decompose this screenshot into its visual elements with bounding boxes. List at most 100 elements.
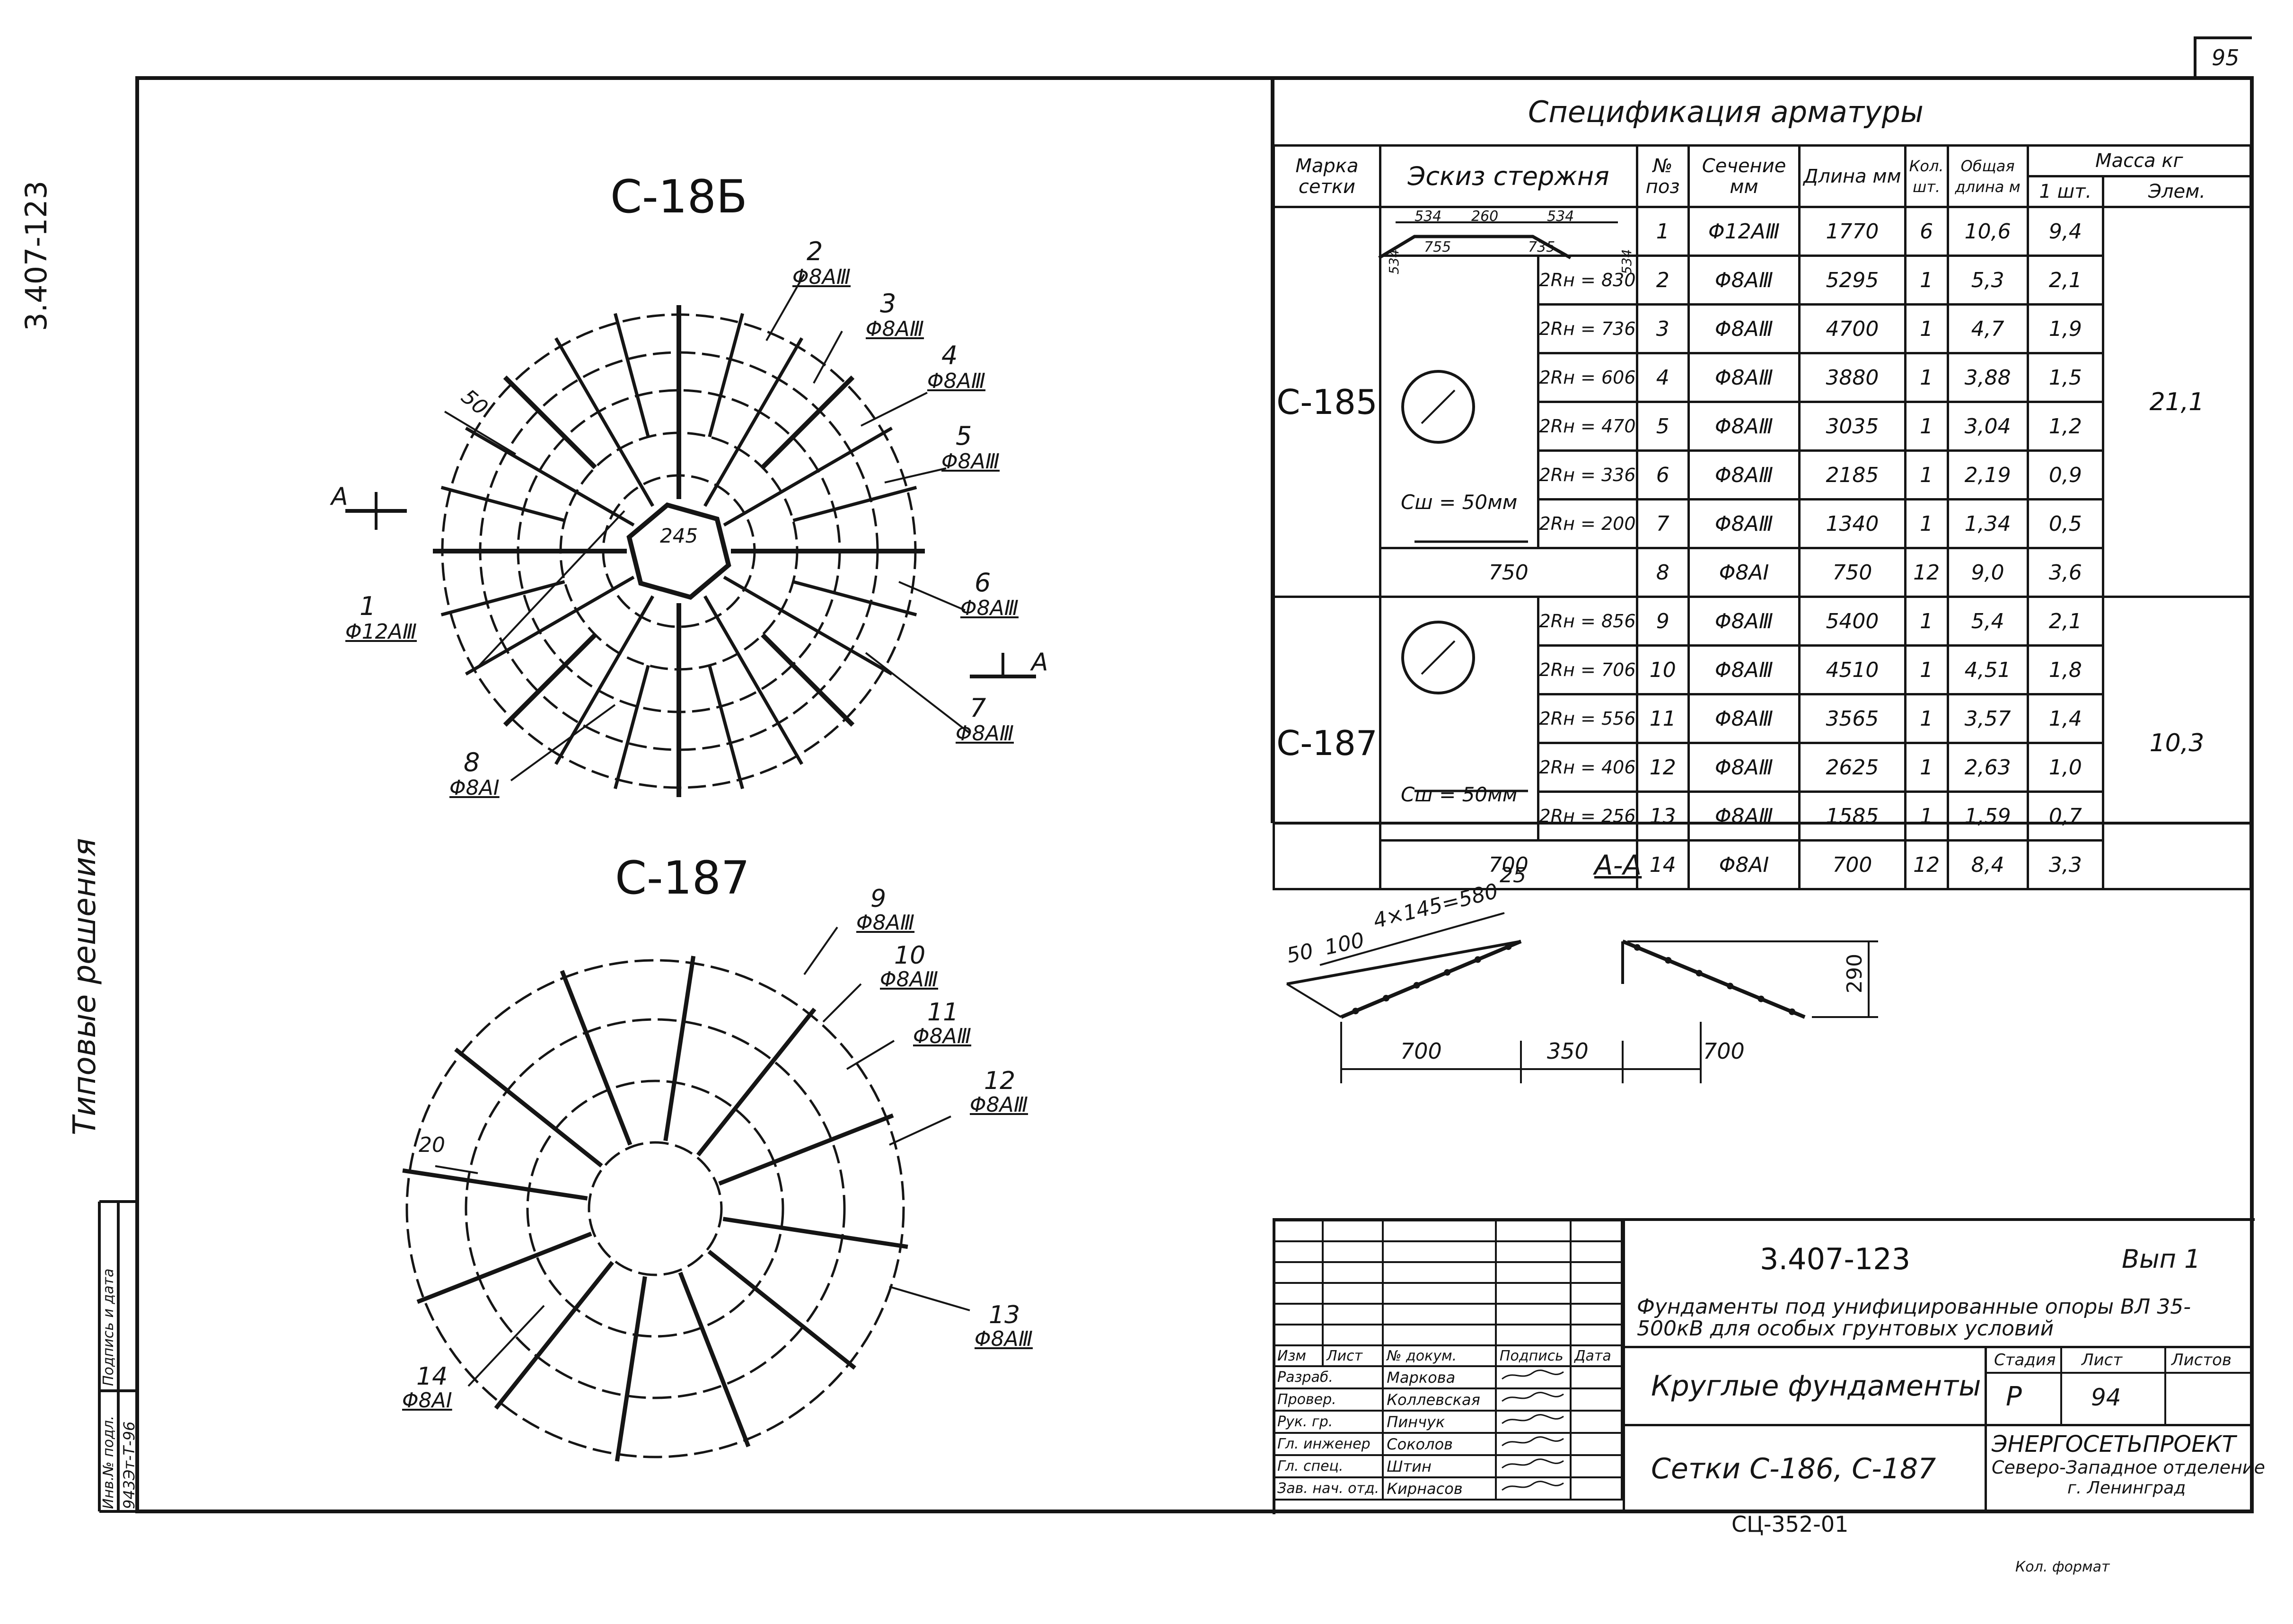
radial-bar [402, 1168, 588, 1201]
leader-line [865, 652, 971, 734]
inventory-label: Инв.№ подл. [100, 1415, 117, 1509]
stage-value: Р [2006, 1381, 2022, 1412]
leader-line [889, 1115, 951, 1146]
pos-number: 1 [1635, 206, 1690, 257]
callout-rebar: Φ8АI [449, 776, 500, 800]
pos-number: 14 [1635, 839, 1690, 890]
bar-length: 1585 [1798, 790, 1906, 842]
radial-bar [503, 375, 597, 469]
bar-section: Φ8АⅢ [1687, 352, 1801, 403]
staff-name: Штин [1382, 1454, 1497, 1478]
bar-mass: 1,9 [2026, 303, 2104, 354]
bar-qty: 1 [1904, 255, 1949, 306]
issue-number: Вып 1 [2122, 1244, 2201, 1274]
radial-bar [678, 1272, 751, 1448]
blank-cell [1570, 1261, 1623, 1284]
bar-section: Φ8АⅢ [1687, 401, 1801, 452]
bar-mass: 1,8 [2026, 644, 2104, 695]
rebar-dot [1727, 983, 1734, 990]
bar-diameter: 2Rн = 556 [1537, 693, 1638, 744]
signature-mark [1501, 1436, 1564, 1447]
bar-qty: 1 [1904, 644, 1949, 695]
bar-diameter: 2Rн = 706 [1537, 644, 1638, 695]
blank-cell [1322, 1240, 1384, 1263]
staff-signature [1494, 1387, 1572, 1412]
organization-city: г. Ленинград [2067, 1478, 2186, 1498]
bar-section: Φ8АⅢ [1687, 596, 1801, 647]
blank-cell [1570, 1220, 1623, 1242]
callout-rebar: Φ8АⅢ [913, 1024, 972, 1048]
radial-bar [614, 665, 650, 790]
callout-rebar: Φ12АⅢ [345, 620, 417, 644]
rebar-dot [1789, 1008, 1796, 1015]
blank-cell [1272, 1261, 1324, 1284]
rebar-dot [1665, 957, 1672, 964]
staff-role: Гл. спец. [1272, 1454, 1384, 1478]
callout-pos-number: 5 [956, 421, 972, 451]
blank-cell [1382, 1261, 1497, 1284]
staff-date [1570, 1410, 1623, 1434]
bar-total-length: 10,6 [1946, 206, 2029, 257]
sketch-pos1 [1379, 206, 1638, 257]
sketch-dimension: 755 [1424, 239, 1451, 255]
mesh-mark: С-187 [1273, 596, 1381, 890]
column-header: № докум. [1382, 1344, 1497, 1367]
bar-qty: 6 [1904, 206, 1949, 257]
bar-mass: 2,1 [2026, 596, 2104, 647]
rebar-dot [1383, 995, 1389, 1001]
bar-qty: 1 [1904, 498, 1949, 549]
blank-cell [1494, 1303, 1572, 1326]
signature-mark [1501, 1369, 1564, 1380]
bar-total-length: 9,0 [1946, 547, 2029, 598]
bar-diameter: 2Rн = 830 [1537, 255, 1638, 306]
center-bar [626, 502, 731, 600]
sec-dim-290: 290 [1843, 954, 1867, 993]
rebar-dot [1413, 982, 1420, 989]
staff-signature [1494, 1365, 1572, 1389]
bar-qty: 1 [1904, 449, 1949, 500]
sketch-bottom-length: 750 [1379, 547, 1638, 598]
blank-cell [1322, 1324, 1384, 1346]
sheet-label: Лист [2082, 1351, 2123, 1369]
sheet-value: 94 [2091, 1384, 2121, 1411]
bar-section: Φ8АⅢ [1687, 693, 1801, 744]
pos-number: 2 [1635, 255, 1690, 306]
bar-length: 1340 [1798, 498, 1906, 549]
staff-date [1570, 1387, 1623, 1412]
blank-cell [1494, 1240, 1572, 1263]
callout-pos-number: 4 [941, 341, 958, 370]
callout-pos-number: 7 [970, 693, 986, 723]
radial-bar [503, 633, 597, 727]
pos-number: 3 [1635, 303, 1690, 354]
element-mass: 21,1 [2101, 206, 2252, 598]
radial-bar [554, 337, 655, 507]
radial-bar [440, 580, 565, 616]
blank-cell [1494, 1282, 1572, 1305]
bar-qty: 1 [1904, 303, 1949, 354]
radial-bar [723, 575, 893, 676]
staff-date [1570, 1476, 1623, 1501]
bar-length: 2625 [1798, 742, 1906, 793]
pos-number: 7 [1635, 498, 1690, 549]
bar-length: 5400 [1798, 596, 1906, 647]
staff-signature [1494, 1432, 1572, 1456]
staff-name: Соколов [1382, 1432, 1497, 1456]
radial-bar [703, 337, 804, 507]
bar-mass: 0,5 [2026, 498, 2104, 549]
radial-bar [465, 426, 635, 527]
rebar-dot [1474, 956, 1481, 963]
column-header: Изм [1272, 1344, 1324, 1367]
section-aa-title: А-А [1594, 849, 1642, 881]
callout-pos-number: 1 [360, 591, 376, 621]
bar-length: 4510 [1798, 644, 1906, 695]
rebar-dot [1505, 943, 1512, 950]
bar-total-length: 4,51 [1946, 644, 2029, 695]
bar-total-length: 5,4 [1946, 596, 2029, 647]
pos-number: 13 [1635, 790, 1690, 842]
bar-mass: 3,3 [2026, 839, 2104, 890]
bar-length: 5295 [1798, 255, 1906, 306]
